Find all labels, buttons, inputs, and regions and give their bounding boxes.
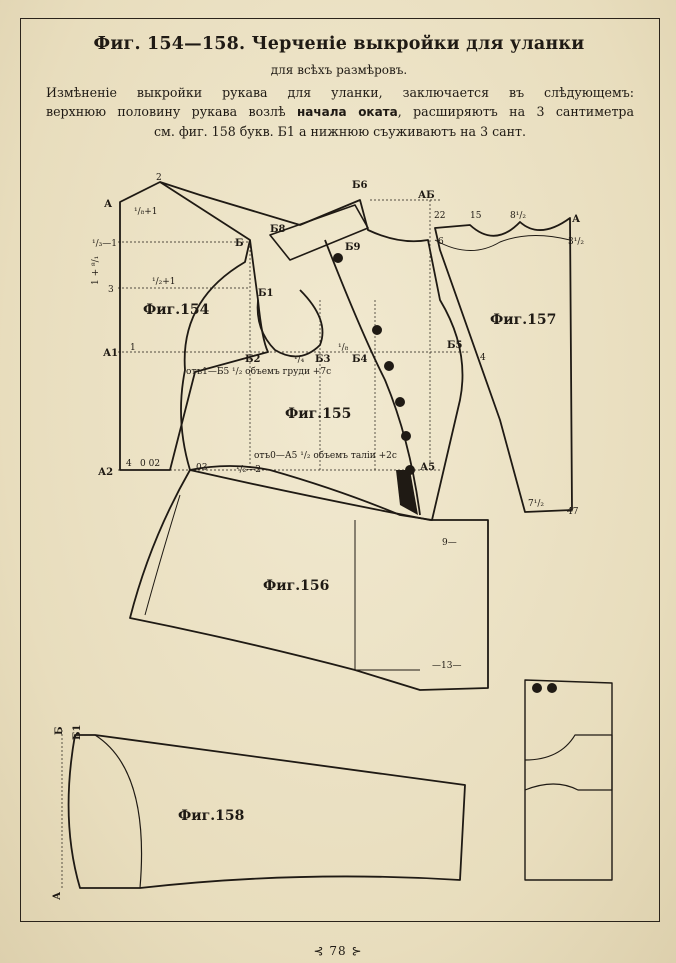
point-label-b2: Б2 bbox=[245, 354, 261, 365]
point-label-a5: А5 bbox=[420, 462, 435, 473]
formula-half-plus-1: ¹/₂+1 bbox=[152, 277, 176, 287]
button bbox=[547, 683, 557, 693]
measure-8-half: 8¹/₂ bbox=[510, 211, 526, 221]
measure-15: 15 bbox=[470, 211, 482, 221]
point-label-b1: Б1 bbox=[258, 288, 274, 299]
point-label-a: А bbox=[104, 199, 113, 210]
figure-label-155: Фиг.155 bbox=[285, 406, 351, 422]
point-label-a1: А1 bbox=[103, 348, 118, 359]
measure-13: —13— bbox=[432, 661, 461, 671]
page-number-value: 78 bbox=[329, 944, 347, 958]
point-label-4: 4 bbox=[126, 459, 132, 469]
description-line-2: верхнюю половину рукава возлѣ начала ока… bbox=[46, 102, 634, 122]
fig156-outline bbox=[129, 469, 489, 691]
fig157-outline bbox=[434, 217, 573, 513]
formula-half-minus-2: ¹/₂—2 bbox=[236, 465, 261, 475]
formula-vertical: 1 + ⁸/₁ bbox=[91, 256, 101, 285]
figure-label-154: Фиг.154 bbox=[143, 302, 210, 318]
formula-chest: отъ1—Б5 ¹/₂ объемъ груди +7с bbox=[186, 366, 331, 377]
point-label-b8: Б8 bbox=[270, 224, 286, 235]
description-paragraph: Измѣненіе выкройки рукава для уланки, за… bbox=[46, 83, 634, 141]
description-bold-term: начала оката bbox=[297, 105, 398, 119]
page-subtitle: для всѣхъ размѣровъ. bbox=[270, 63, 408, 77]
point-label-0-02: 0 02 bbox=[140, 459, 160, 469]
measure-4: 4 bbox=[480, 353, 486, 363]
point-label-2: 2 bbox=[156, 173, 162, 183]
description-line-2-start: верхнюю половину рукава возлѣ bbox=[46, 104, 286, 119]
point-label-1: 1 bbox=[130, 343, 136, 353]
button bbox=[372, 325, 382, 335]
figure-label-156: Фиг.156 bbox=[263, 578, 329, 594]
formula-waist: отъ0—А5 ¹/₂ объемъ таліи +2с bbox=[254, 450, 397, 461]
fig155-outline bbox=[159, 181, 464, 521]
point-label-a-fig157: А bbox=[572, 214, 581, 225]
point-label-b5: Б5 bbox=[447, 340, 463, 351]
button bbox=[395, 397, 405, 407]
point-label-b1-fig158: Б1 bbox=[72, 724, 83, 740]
fig158-outline bbox=[67, 734, 466, 889]
button bbox=[384, 361, 394, 371]
page-number: ⊰ 78 ⊱ bbox=[313, 944, 363, 958]
fig157-top-curve bbox=[434, 234, 571, 251]
point-label-b6: Б6 bbox=[352, 180, 368, 191]
point-label-b4: Б4 bbox=[352, 354, 368, 365]
measure-7-half: 7¹/₂ bbox=[528, 499, 544, 509]
formula-eighth: ¹/₈ bbox=[338, 343, 349, 353]
dart-hatch bbox=[396, 470, 418, 515]
detail-piece-curve bbox=[524, 734, 613, 791]
fig158-inner bbox=[94, 734, 143, 889]
button bbox=[401, 431, 411, 441]
fig155-armhole bbox=[256, 289, 324, 358]
point-label-b-fig158: Б bbox=[54, 726, 65, 735]
button bbox=[532, 683, 542, 693]
fig156-inner bbox=[144, 494, 181, 616]
description-line-2-end: , расширяютъ на 3 сантиметра bbox=[397, 104, 634, 119]
measure-22: 22 bbox=[434, 211, 445, 221]
point-label-b3: Б3 bbox=[315, 354, 331, 365]
formula-quarter: ¹/₄ bbox=[294, 355, 305, 365]
fig155-collar bbox=[269, 204, 369, 261]
formula-third-minus-1: ¹/₃—1 bbox=[92, 239, 117, 249]
point-label-ab: АБ bbox=[418, 190, 435, 201]
point-label-03: 03 bbox=[196, 463, 208, 473]
button bbox=[333, 253, 343, 263]
point-label-3: 3 bbox=[108, 285, 114, 295]
measure-3-half: 3¹/₂ bbox=[568, 237, 584, 247]
point-label-a2: А2 bbox=[98, 467, 113, 478]
page-title: Фиг. 154—158. Черченіе выкройки для улан… bbox=[93, 34, 585, 54]
detail-piece-outline bbox=[524, 679, 613, 881]
page-frame bbox=[20, 18, 660, 922]
formula-eighth-plus-1: ¹/₈+1 bbox=[134, 207, 158, 217]
point-label-a-fig158: А bbox=[52, 891, 63, 900]
measure-9: 9— bbox=[442, 538, 457, 548]
description-line-3: см. фиг. 158 букв. Б1 а нижнюю съуживают… bbox=[153, 124, 527, 139]
measure-47: 47 bbox=[567, 507, 579, 517]
point-label-b: Б bbox=[235, 238, 244, 249]
fig156-fold bbox=[354, 520, 420, 671]
figure-label-158: Фиг.158 bbox=[178, 808, 244, 824]
point-label-b9: Б9 bbox=[345, 242, 361, 253]
fig154-outline bbox=[119, 181, 269, 471]
measure-6: 6 bbox=[438, 237, 444, 247]
figure-label-157: Фиг.157 bbox=[490, 312, 556, 328]
description-line-1: Измѣненіе выкройки рукава для уланки, за… bbox=[46, 85, 634, 100]
